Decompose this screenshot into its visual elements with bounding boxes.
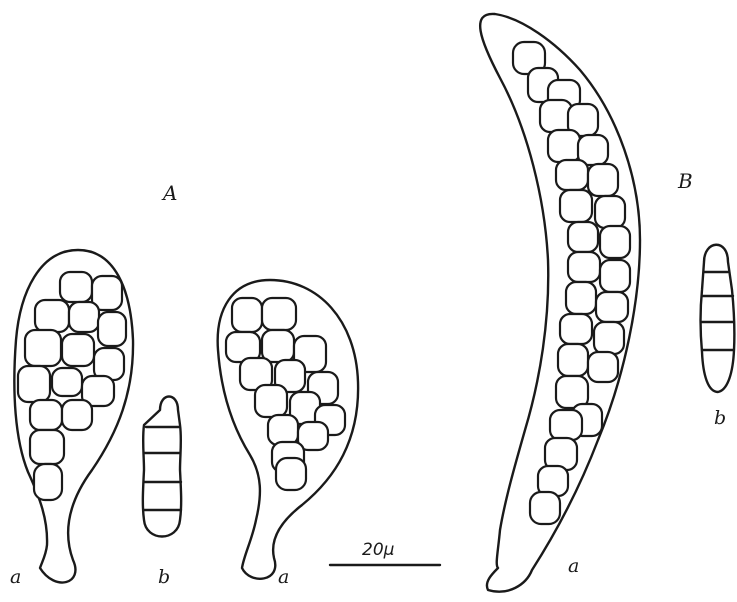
spore-cell <box>600 226 630 258</box>
spore-A-b <box>143 397 181 537</box>
spore-cell <box>560 314 592 344</box>
spore-cell <box>595 196 625 228</box>
label-group-B: B <box>677 169 693 193</box>
spore-cell <box>600 260 630 292</box>
label-group-A: A <box>161 181 177 205</box>
ascus-a2-spores <box>226 298 345 490</box>
spore-cell <box>596 292 628 322</box>
spore-cell <box>568 222 598 252</box>
spore-B-b <box>701 245 735 392</box>
spore-cell <box>35 300 69 332</box>
spore-cell <box>568 252 600 282</box>
spore-cell <box>566 282 596 314</box>
spore-cell <box>34 464 62 500</box>
spore-cell <box>60 272 92 302</box>
spore-cell <box>550 410 582 440</box>
spore-cell <box>98 312 126 346</box>
ascus-a1 <box>14 250 133 582</box>
spore-cell <box>69 302 99 332</box>
label-A-ascus-2: a <box>278 566 289 588</box>
spore-cell <box>262 330 294 362</box>
spore-cell <box>18 366 50 402</box>
spore-cell <box>588 352 618 382</box>
spore-cell <box>594 322 624 354</box>
spore-cell <box>276 458 306 490</box>
ascus-b-spores <box>513 42 630 524</box>
label-A-spore: b <box>158 566 170 588</box>
spore-cell <box>62 400 92 430</box>
spore-cell <box>560 190 592 222</box>
spore-cell <box>588 164 618 196</box>
spore-cell <box>255 385 287 417</box>
spore-A-b-outline <box>143 397 181 537</box>
spore-cell <box>62 334 94 366</box>
label-B-ascus: a <box>568 555 579 577</box>
spore-B-b-outline <box>701 245 735 392</box>
spore-cell <box>232 298 262 332</box>
spore-cell <box>25 330 61 366</box>
spore-cell <box>268 415 298 445</box>
label-A-ascus-1: a <box>10 566 21 588</box>
spore-cell <box>262 298 296 330</box>
label-B-spore: b <box>714 407 726 429</box>
ascus-a1-spores <box>18 272 126 500</box>
spore-cell <box>558 344 588 376</box>
scale-bar-label: 20μ <box>362 540 395 560</box>
spore-cell <box>530 492 560 524</box>
spore-cell <box>556 160 588 190</box>
ascus-b <box>480 14 640 592</box>
spore-cell <box>548 130 580 162</box>
spore-cell <box>30 430 64 464</box>
ascus-a2 <box>218 280 358 579</box>
spore-cell <box>52 368 82 396</box>
scale-bar: 20μ <box>330 540 440 565</box>
spore-cell <box>30 400 62 430</box>
